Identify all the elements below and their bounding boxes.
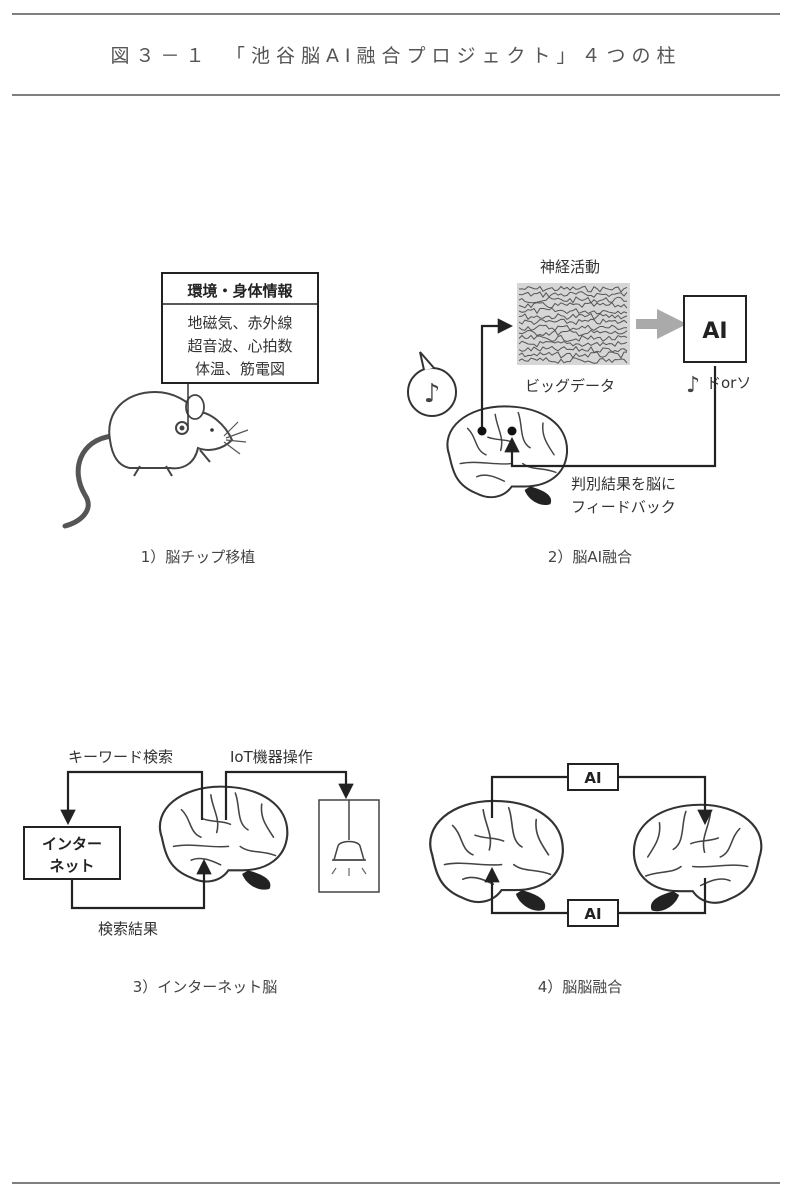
ai-box — [683, 295, 747, 363]
brain-icon-right — [632, 803, 763, 913]
neural-trace — [518, 312, 628, 321]
neural-trace — [518, 291, 628, 299]
internet-box-label: インター — [42, 835, 102, 853]
panel-3-caption: 3）インターネット脳 — [133, 978, 278, 996]
figure-title: 図３－１ 「池谷脳AI融合プロジェクト」４つの柱 — [110, 45, 681, 67]
keyword-search-label: キーワード検索 — [68, 748, 173, 766]
ai-label-top: AI — [584, 769, 601, 787]
neural-data-image — [517, 283, 630, 365]
neural-trace — [518, 345, 628, 353]
feedback-arrow — [504, 366, 717, 468]
ai-label: AI — [702, 319, 727, 344]
music-note-icon: ♪ — [686, 373, 700, 398]
panel-2-brain-ai: 神経活動 ビッグデータ AI ♪ ドorソ ♪ 判別結果を脳に フィードバック … — [407, 258, 751, 566]
neural-trace — [518, 334, 628, 343]
info-box-line: 超音波、心拍数 — [187, 337, 292, 355]
brain-icon-left — [429, 799, 564, 912]
search-result-label: 検索結果 — [98, 920, 158, 938]
info-box-line: 地磁気、赤外線 — [187, 314, 292, 332]
output-label: ドorソ — [706, 374, 751, 392]
big-data-label: ビッグデータ — [525, 377, 615, 395]
feedback-label: フィードバック — [571, 498, 676, 516]
lamp-icon — [331, 800, 367, 876]
speech-bubble: ♪ — [407, 351, 457, 417]
feedback-label: 判別結果を脳に — [571, 475, 676, 493]
neural-trace — [518, 301, 628, 309]
mouse-tail — [62, 433, 115, 529]
panel-1-caption: 1）脳チップ移植 — [141, 548, 256, 566]
panel-2-caption: 2）脳AI融合 — [548, 548, 632, 566]
neural-trace — [518, 329, 628, 337]
neural-trace — [518, 307, 628, 315]
panel-4-caption: 4）脳脳融合 — [538, 978, 623, 996]
iot-label: IoT機器操作 — [230, 748, 313, 766]
neural-trace — [518, 356, 628, 364]
internet-box-label: ネット — [49, 857, 94, 875]
result-arrow — [70, 858, 212, 910]
info-box — [161, 272, 319, 384]
neural-trace — [518, 285, 628, 293]
neural-trace — [518, 324, 627, 332]
mouse-icon — [108, 390, 249, 477]
neural-trace — [518, 340, 628, 348]
iot-arrow — [224, 770, 354, 820]
panel-4-brain-brain: AI AI 4）脳脳融合 — [429, 763, 763, 996]
keyword-arrow — [60, 770, 204, 826]
ai-label-bottom: AI — [584, 905, 601, 923]
arrow-to-data — [480, 318, 514, 427]
panel-3-internet-brain: キーワード検索 IoT機器操作 インター ネット 検索結果 3）インターネット脳 — [23, 748, 380, 996]
ai-box-top — [567, 763, 619, 791]
brain-icon — [446, 405, 569, 507]
neural-trace — [518, 318, 628, 326]
music-note-icon: ♪ — [424, 379, 441, 409]
info-box-title: 環境・身体情報 — [187, 282, 293, 300]
neural-activity-label: 神経活動 — [540, 258, 600, 276]
ai-box-bottom — [567, 899, 619, 927]
info-box-line: 体温、筋電図 — [195, 360, 285, 378]
panel-1-brain-chip: 環境・身体情報 地磁気、赤外線 超音波、心拍数 体温、筋電図 1）脳チップ移植 — [62, 272, 319, 566]
brain-icon — [158, 785, 289, 891]
